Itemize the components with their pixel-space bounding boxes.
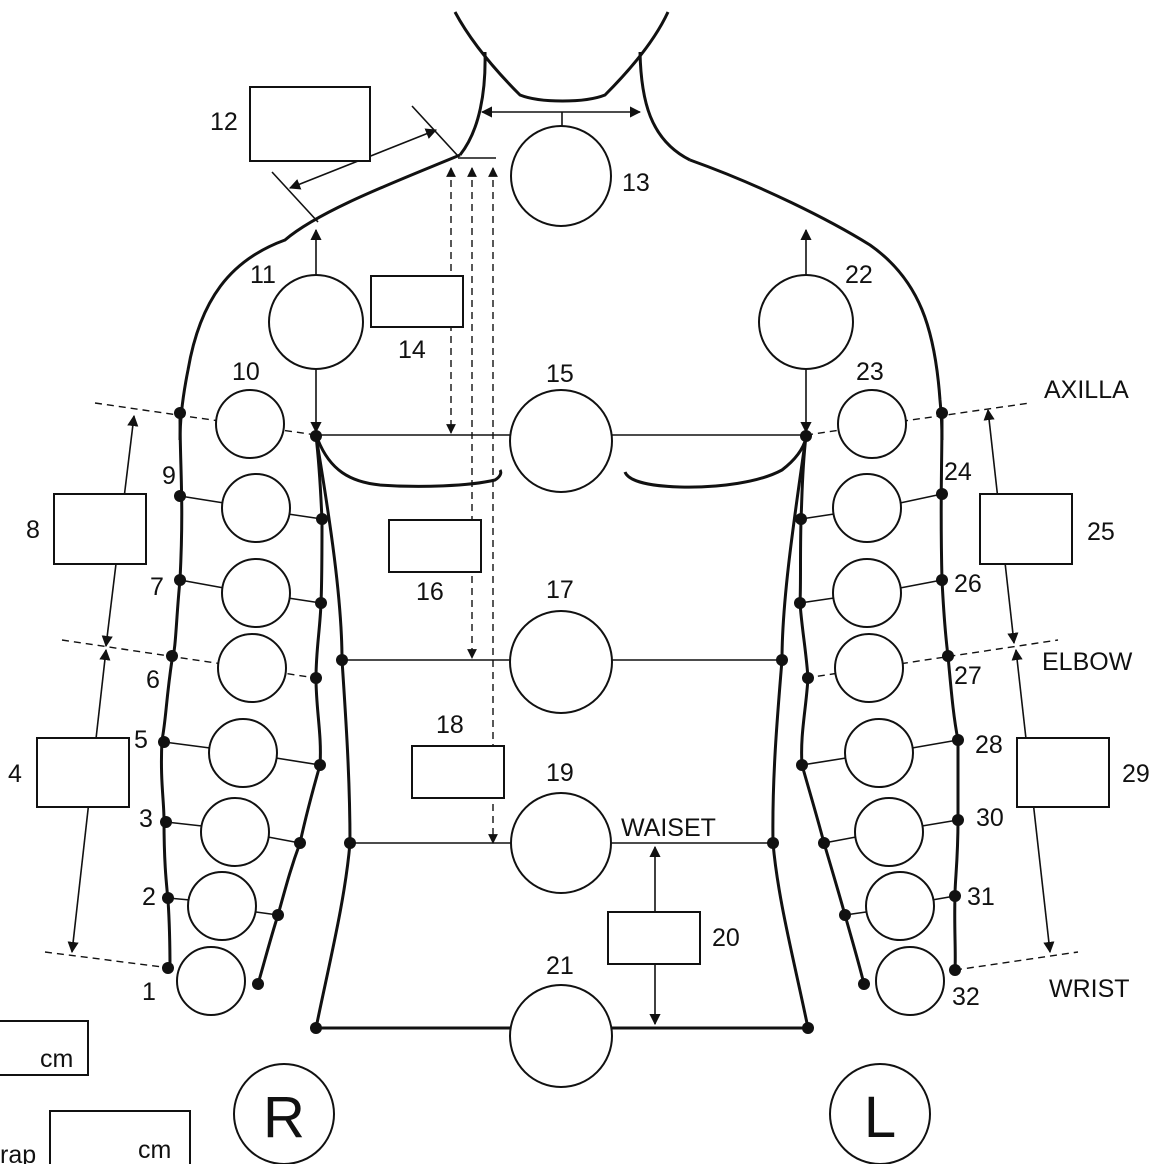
label-13: 13 — [622, 169, 650, 197]
circle-9 — [221, 473, 291, 543]
measurement-points — [158, 407, 964, 1034]
side-letters: R L — [263, 1085, 896, 1150]
label-21: 21 — [546, 952, 574, 980]
point-numbers: 1 2 3 4 5 6 7 8 9 10 11 12 13 14 15 16 1… — [8, 108, 1150, 1011]
label-29: 29 — [1122, 760, 1150, 788]
label-32: 32 — [952, 983, 980, 1011]
label-11: 11 — [250, 261, 276, 289]
box-25 — [979, 493, 1073, 565]
label-19: 19 — [546, 759, 574, 787]
circle-31 — [865, 871, 935, 941]
footer-field-1 — [0, 1020, 89, 1076]
box-16 — [388, 519, 482, 573]
label-28: 28 — [975, 731, 1003, 759]
label-20: 20 — [712, 924, 740, 952]
circle-27 — [834, 633, 904, 703]
circle-15 — [509, 389, 613, 493]
box-12 — [249, 86, 371, 162]
circle-19 — [510, 792, 612, 894]
waist-label: WAISET — [621, 814, 716, 842]
label-14: 14 — [398, 336, 426, 364]
label-18: 18 — [436, 711, 464, 739]
label-3: 3 — [139, 805, 153, 833]
label-17: 17 — [546, 576, 574, 604]
footer-fields: cm rap cm — [0, 1045, 171, 1164]
side-circle-right — [233, 1063, 335, 1164]
circle-5 — [208, 718, 278, 788]
label-25: 25 — [1087, 518, 1115, 546]
box-14 — [370, 275, 464, 328]
footer-field-2 — [49, 1110, 191, 1164]
box-20 — [607, 911, 701, 965]
label-2: 2 — [142, 883, 156, 911]
box-29 — [1016, 737, 1110, 808]
circle-26 — [832, 558, 902, 628]
circle-17 — [509, 610, 613, 714]
side-letter-left: L — [864, 1085, 896, 1150]
circle-13 — [510, 125, 612, 227]
circle-2 — [187, 871, 257, 941]
label-30: 30 — [976, 804, 1004, 832]
box-8 — [53, 493, 147, 565]
circle-1 — [176, 946, 246, 1016]
label-15: 15 — [546, 360, 574, 388]
footer-unit-2: cm — [138, 1136, 171, 1164]
circle-24 — [832, 473, 902, 543]
circle-28 — [844, 718, 914, 788]
box-18 — [411, 745, 505, 799]
circle-10 — [215, 389, 285, 459]
label-16: 16 — [416, 578, 444, 606]
label-22: 22 — [845, 261, 873, 289]
label-9: 9 — [162, 462, 176, 490]
measurement-boxes — [0, 86, 1110, 1164]
box-4 — [36, 737, 130, 808]
label-10: 10 — [232, 358, 260, 386]
label-8: 8 — [26, 516, 40, 544]
label-23: 23 — [856, 358, 884, 386]
label-27: 27 — [954, 662, 982, 690]
measurement-circles — [176, 125, 945, 1164]
label-1: 1 — [142, 978, 156, 1006]
label-4: 4 — [8, 760, 22, 788]
wrist-label: WRIST — [1049, 975, 1130, 1003]
axilla-label: AXILLA — [1044, 376, 1129, 404]
label-26: 26 — [954, 570, 982, 598]
level-labels: AXILLA ELBOW WAISET WRIST — [621, 376, 1133, 1003]
label-12: 12 — [210, 108, 238, 136]
circle-23 — [837, 389, 907, 459]
label-5: 5 — [134, 726, 148, 754]
circle-30 — [854, 797, 924, 867]
circle-7 — [221, 558, 291, 628]
label-31: 31 — [967, 883, 995, 911]
side-circle-left — [829, 1063, 931, 1164]
circle-11 — [268, 274, 364, 370]
side-letter-right: R — [263, 1085, 305, 1150]
circle-22 — [758, 274, 854, 370]
label-24: 24 — [944, 458, 972, 486]
circle-6 — [217, 633, 287, 703]
circle-21 — [509, 984, 613, 1088]
elbow-label: ELBOW — [1042, 648, 1133, 676]
label-6: 6 — [146, 666, 160, 694]
footer-strap-label: rap — [0, 1141, 36, 1164]
circle-3 — [200, 797, 270, 867]
label-7: 7 — [150, 573, 164, 601]
footer-unit-1: cm — [40, 1045, 73, 1073]
circle-32 — [875, 946, 945, 1016]
